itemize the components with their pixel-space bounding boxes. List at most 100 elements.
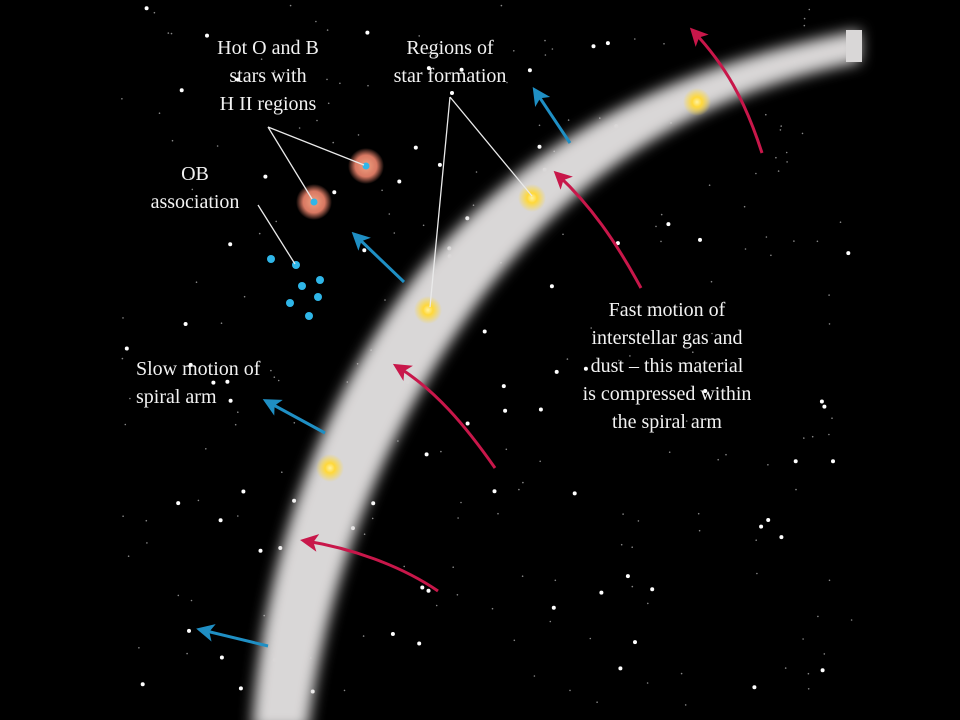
background-star (263, 614, 266, 617)
background-star (475, 171, 478, 173)
background-star (315, 20, 317, 23)
background-star (343, 689, 346, 692)
background-star (241, 489, 246, 494)
background-star (620, 543, 623, 546)
background-star (569, 689, 571, 692)
background-star (397, 440, 399, 442)
label-line: is compressed within (582, 383, 752, 405)
background-star (388, 213, 391, 215)
background-star (801, 132, 804, 135)
background-star (505, 448, 508, 451)
background-star (183, 322, 188, 326)
background-star (260, 58, 263, 60)
background-star (197, 499, 200, 502)
background-star (381, 189, 383, 192)
background-star (551, 48, 554, 50)
background-star (138, 647, 140, 649)
background-star (605, 41, 610, 46)
ob-star (314, 293, 322, 301)
background-star (765, 236, 768, 238)
background-star (258, 548, 263, 553)
background-star (367, 84, 369, 87)
background-star (637, 520, 640, 522)
background-star (501, 384, 506, 389)
background-star (216, 145, 219, 147)
background-star (127, 555, 130, 557)
label-line: spiral arm (136, 386, 217, 408)
background-star (755, 539, 757, 541)
pointer-line (429, 96, 533, 308)
background-star (191, 188, 194, 191)
background-star (292, 498, 297, 503)
background-star (537, 144, 542, 149)
label-line: Hot O and B (217, 37, 319, 59)
background-star (591, 44, 596, 49)
background-star (124, 423, 127, 426)
background-star (327, 102, 330, 105)
pointer-line (267, 126, 365, 200)
ob-association-stars (267, 255, 324, 320)
background-star (275, 220, 278, 223)
star-formation-glow (518, 184, 546, 212)
hot-star (362, 162, 370, 170)
slow-motion-arrows (196, 87, 572, 648)
background-star (188, 362, 193, 367)
star-formation-glow (683, 88, 711, 116)
background-star (153, 11, 156, 14)
background-star (807, 688, 810, 690)
background-star (522, 481, 524, 484)
background-star (784, 667, 787, 669)
background-star (655, 225, 657, 228)
background-star (828, 323, 831, 325)
background-star (434, 55, 437, 57)
background-star (225, 379, 230, 384)
red-arrow (392, 363, 497, 469)
background-star (817, 615, 819, 618)
background-star (397, 179, 402, 184)
background-star (363, 533, 366, 535)
ob-star (305, 312, 313, 320)
background-star (755, 172, 757, 175)
background-star (650, 587, 655, 592)
background-star (831, 459, 835, 464)
background-star (711, 332, 713, 335)
background-star (808, 8, 811, 11)
background-star (822, 404, 827, 409)
red-arrow (553, 170, 643, 289)
background-star (567, 119, 570, 121)
blue-arrow (532, 87, 572, 144)
background-star (167, 32, 170, 34)
background-star (743, 205, 746, 208)
background-star (803, 437, 805, 439)
background-star (500, 4, 503, 7)
background-star (820, 668, 825, 673)
background-star (549, 284, 554, 289)
background-star (663, 43, 665, 45)
background-star (426, 66, 431, 71)
background-star (497, 512, 499, 515)
label-line: star formation (393, 65, 507, 87)
background-star (316, 119, 318, 122)
background-star (756, 572, 758, 575)
background-star (228, 242, 233, 247)
background-star (828, 579, 831, 582)
background-star (549, 620, 552, 623)
background-star (258, 232, 261, 235)
background-star (326, 78, 328, 81)
background-star (846, 251, 851, 256)
ob-star (286, 299, 294, 307)
background-star (122, 515, 124, 517)
background-star (698, 529, 701, 532)
background-star (660, 240, 662, 243)
label-line: Slow motion of (136, 358, 261, 380)
background-star (420, 585, 425, 590)
background-star (766, 518, 771, 522)
label-fast-motion: Fast motion of interstellar gas and dust… (557, 296, 777, 436)
background-star (195, 281, 198, 284)
label-ob-association: OB association (130, 160, 260, 216)
background-star (459, 67, 464, 72)
background-star (456, 594, 459, 596)
background-star (685, 420, 688, 422)
background-star (289, 4, 292, 7)
